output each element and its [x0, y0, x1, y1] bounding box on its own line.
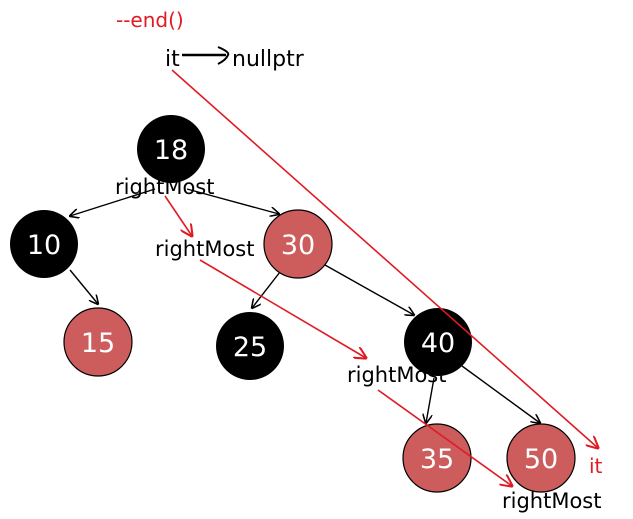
node-18-key: 18	[154, 135, 188, 166]
node-25-key: 25	[233, 332, 267, 363]
node-30-key: 30	[281, 230, 315, 261]
iterator-arrow	[171, 69, 598, 448]
node-50-key: 50	[524, 444, 558, 475]
node-40-circle	[404, 308, 472, 376]
edge-40-35	[426, 377, 435, 423]
pointer-name: it	[165, 47, 180, 72]
iterator-label: it	[589, 454, 603, 478]
pointer-arrow-head	[217, 46, 230, 65]
traversal-arrow-18-30	[164, 195, 192, 236]
node-18-circle	[137, 115, 205, 183]
node-10: 10	[10, 210, 78, 278]
rightmost-label-18: rightMost	[115, 175, 214, 199]
node-35: 35	[402, 423, 472, 493]
traversal-arrow-30-40	[199, 259, 366, 358]
node-30-circle	[263, 209, 333, 279]
caption: --end()	[116, 8, 184, 32]
pointer-target: nullptr	[232, 47, 305, 72]
edge-10-15	[69, 269, 98, 304]
traversal-arrows	[164, 69, 598, 486]
node-25: 25	[216, 312, 284, 380]
node-10-key: 10	[27, 230, 61, 261]
rightmost-label-50: rightMost	[502, 489, 601, 513]
edge-18-10	[70, 188, 156, 216]
edge-40-50	[461, 365, 540, 423]
node-15-circle	[63, 307, 133, 377]
edge-30-40	[324, 264, 414, 315]
edge-30-25	[252, 271, 281, 308]
node-30: 30	[263, 209, 333, 279]
node-25-circle	[216, 312, 284, 380]
edge-18-30	[186, 188, 279, 214]
node-15-key: 15	[81, 328, 115, 359]
rightmost-label-40: rightMost	[347, 363, 446, 387]
node-50-circle	[506, 423, 576, 493]
node-15: 15	[63, 307, 133, 377]
node-35-key: 35	[420, 444, 454, 475]
node-10-circle	[10, 210, 78, 278]
tree-edges	[69, 188, 540, 423]
node-50: 50	[506, 423, 576, 493]
rightmost-label-30: rightMost	[155, 237, 254, 261]
node-40: 40	[404, 308, 472, 376]
node-35-circle	[402, 423, 472, 493]
traversal-arrow-40-50	[377, 389, 512, 486]
node-40-key: 40	[421, 328, 455, 359]
node-18: 18	[137, 115, 205, 183]
